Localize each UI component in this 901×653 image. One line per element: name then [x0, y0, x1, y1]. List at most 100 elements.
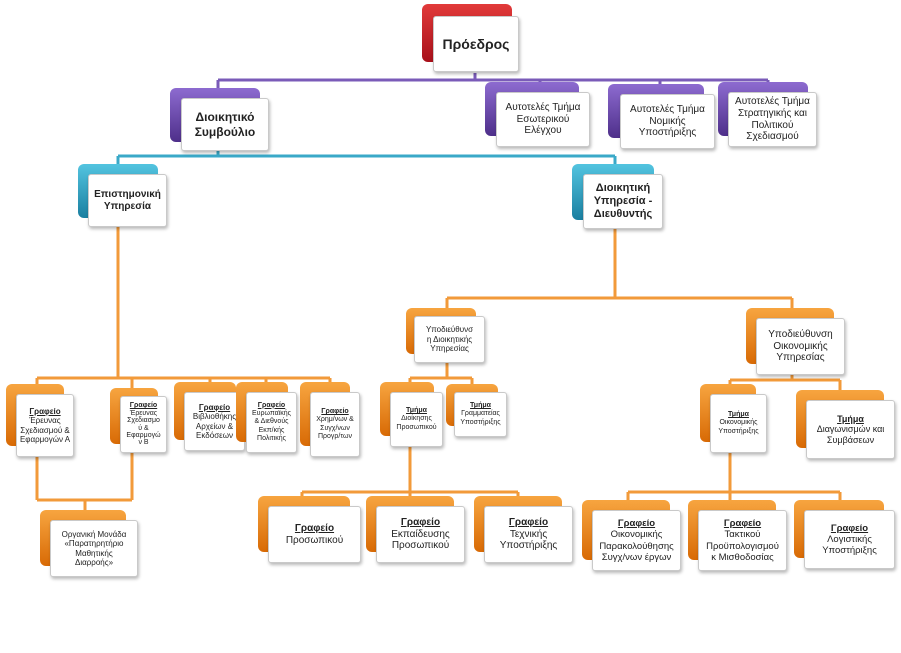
euro-title: Γραφείο — [257, 401, 286, 409]
sub-econ-line2: Οικονομικής — [773, 340, 828, 352]
node-office-personnel[interactable]: Γραφείο Προσωπικού — [258, 496, 362, 564]
dept-tenders-line2: Συμβάσεων — [826, 434, 875, 445]
sci-b-line3: ύ & — [138, 424, 149, 432]
legal-line2: Νομικής — [649, 115, 686, 127]
sci-a-line2: Σχεδιασμού & — [20, 425, 70, 435]
node-president[interactable]: Πρόεδρος — [422, 4, 522, 72]
off-budget-line3: κ Μισθοδοσίας — [711, 551, 774, 563]
node-dept-personnel[interactable]: Τμήμα Διοίκησης Προσωπικού — [380, 382, 444, 448]
off-tech-line2: Υποστήριξης — [499, 540, 558, 552]
sub-econ-line1: Υποδιεύθυνση — [768, 328, 833, 340]
audit-line1: Αυτοτελές Τμήμα — [505, 101, 581, 113]
node-office-budget[interactable]: Γραφείο Τακτικού Προϋπολογισμού κ Μισθοδ… — [688, 500, 788, 572]
board-line2: Συμβούλιο — [194, 124, 256, 139]
library-line2: Αρχείων & — [195, 421, 234, 431]
node-office-european[interactable]: Γραφείο Ευρωπαϊκής & Διεθνούς Εκπ/κής Πο… — [236, 382, 298, 454]
sub-admin-line1: Υποδιεύθυνσ — [425, 325, 474, 335]
dept-tenders-line1: Διαγωνισμών και — [816, 424, 885, 435]
node-internal-audit[interactable]: Αυτοτελές Τμήμα Εσωτερικού Ελέγχου — [485, 82, 591, 148]
node-subdirectorate-econ[interactable]: Υποδιεύθυνση Οικονομικής Υπηρεσίας — [746, 308, 846, 376]
dept-tenders-title: Τμήμα — [837, 413, 864, 424]
dept-personnel-title: Τμήμα — [406, 407, 427, 415]
legal-line1: Αυτοτελές Τμήμα — [630, 103, 705, 115]
sci-b-title: Γραφείο — [129, 402, 158, 410]
node-scientific-service[interactable]: Επιστημονική Υπηρεσία — [78, 164, 168, 228]
admin-line1: Διοικητική — [595, 182, 651, 195]
node-office-logistics[interactable]: Γραφείο Λογιστικής Υποστήριξης — [794, 500, 896, 570]
strategy-line3: Πολιτικού — [751, 119, 794, 131]
library-title: Γραφείο — [198, 402, 231, 412]
sci-b-line2: Σχεδιασμο — [127, 417, 160, 425]
node-subdirectorate-admin[interactable]: Υποδιεύθυνσ η Διοικητικής Υπηρεσίας — [406, 308, 486, 364]
off-training-title: Γραφείο — [400, 516, 441, 528]
off-training-line2: Προσωπικού — [391, 540, 450, 552]
legal-line3: Υποστήριξης — [638, 127, 697, 139]
euro-line2: & Διεθνούς — [254, 418, 289, 426]
admin-line2: Υπηρεσία - — [593, 195, 653, 208]
node-office-tech[interactable]: Γραφείο Τεχνικής Υποστήριξης — [474, 496, 574, 564]
node-office-research-a[interactable]: Γραφείο Έρευνας Σχεδιασμού & Εφαρμογών Α — [6, 384, 74, 458]
sci-a-line1: Έρευνας — [29, 416, 61, 426]
dept-econ-line1: Οικονομικής — [719, 419, 758, 427]
dept-secretariat-line2: Υποστήριξης — [460, 418, 501, 426]
off-budget-title: Γραφείο — [723, 518, 762, 530]
dept-secretariat-title: Τμήμα — [470, 402, 491, 410]
library-line1: Βιβλιοθήκης — [192, 412, 237, 422]
node-legal-support[interactable]: Αυτοτελές Τμήμα Νομικής Υποστήριξης — [608, 84, 716, 150]
euro-line3: Εκπ/κής — [258, 426, 285, 434]
sci-b-line1: Έρευνας — [129, 409, 158, 417]
node-office-library[interactable]: Γραφείο Βιβλιοθήκης Αρχείων & Εκδόσεων — [174, 382, 246, 452]
sub-admin-line3: Υπηρεσίας — [430, 344, 469, 354]
node-dept-tenders[interactable]: Τμήμα Διαγωνισμών και Συμβάσεων — [796, 390, 896, 460]
fin-prog-line2: Συγχ/νων — [320, 424, 350, 432]
off-budget-line1: Τακτικού — [724, 529, 761, 541]
fin-prog-line3: Προγρ/των — [318, 432, 352, 440]
sub-econ-line3: Υπηρεσίας — [776, 352, 825, 364]
dept-secretariat-line1: Γραμματείας — [461, 410, 500, 418]
node-dropout-observatory[interactable]: Οργανική Μονάδα «Παρατηρητήριο Μαθητικής… — [40, 510, 138, 578]
sub-admin-line2: η Διοικητικής — [426, 334, 473, 344]
node-dept-econ-support[interactable]: Τμήμα Οικονομικής Υποστήριξης — [700, 384, 768, 454]
audit-line2: Εσωτερικού — [516, 113, 570, 125]
president-label: Πρόεδρος — [442, 35, 510, 52]
observatory-line4: Διαρροής» — [74, 557, 114, 567]
node-administrative-service[interactable]: Διοικητική Υπηρεσία - Διευθυντής — [572, 164, 664, 230]
euro-line1: Ευρωπαϊκής — [252, 410, 291, 418]
node-office-training[interactable]: Γραφείο Εκπαίδευσης Προσωπικού — [366, 496, 466, 564]
sci-a-line3: Εφαρμογών Α — [19, 434, 71, 444]
sci-b-line4: Εφαρμογώ — [126, 431, 161, 439]
dept-econ-title: Τμήμα — [728, 411, 749, 419]
strategy-line2: Στρατηγικής και — [738, 107, 807, 119]
off-monitor-title: Γραφείο — [617, 518, 656, 530]
node-board[interactable]: Διοικητικό Συμβούλιο — [170, 88, 270, 152]
off-logistics-line1: Λογιστικής — [827, 533, 872, 545]
off-training-line1: Εκπαίδευσης — [391, 528, 450, 540]
off-tech-line1: Τεχνικής — [509, 528, 548, 540]
off-personnel-title: Γραφείο — [294, 522, 335, 534]
off-monitor-line2: Παρακολούθησης — [599, 540, 674, 552]
orange-connectors — [35, 225, 842, 514]
sci-a-title: Γραφείο — [29, 406, 61, 416]
strategy-line1: Αυτοτελές Τμήμα — [735, 95, 810, 107]
admin-line3: Διευθυντής — [593, 207, 653, 220]
off-tech-title: Γραφείο — [508, 516, 549, 528]
board-line1: Διοικητικό — [195, 110, 255, 125]
off-personnel-line1: Προσωπικού — [285, 534, 344, 546]
off-logistics-title: Γραφείο — [830, 522, 869, 534]
science-line1: Επιστημονική — [94, 188, 161, 200]
dept-personnel-line1: Διοίκησης — [401, 415, 432, 423]
fin-prog-title: Γραφείο — [321, 408, 349, 415]
sci-b-line5: ν Β — [138, 439, 149, 447]
node-office-research-b[interactable]: Γραφείο Έρευνας Σχεδιασμο ύ & Εφαρμογώ ν… — [110, 388, 168, 454]
node-office-monitoring[interactable]: Γραφείο Οικονομικής Παρακολούθησης Συγχ/… — [582, 500, 682, 572]
off-budget-line2: Προϋπολογισμού — [706, 540, 779, 552]
audit-line3: Ελέγχου — [524, 125, 562, 137]
library-line3: Εκδόσεων — [196, 430, 233, 440]
science-line2: Υπηρεσία — [103, 200, 152, 212]
fin-prog-line1: Χρημ/νων & — [316, 416, 354, 424]
node-office-funded-programs[interactable]: Γραφείο Χρημ/νων & Συγχ/νων Προγρ/των — [300, 382, 360, 458]
dept-econ-line2: Υποστήριξης — [718, 427, 759, 435]
node-dept-secretariat[interactable]: Τμήμα Γραμματείας Υποστήριξης — [446, 384, 508, 438]
observatory-line2: «Παρατηρητήριο — [64, 539, 124, 549]
node-strategic-planning[interactable]: Αυτοτελές Τμήμα Στρατηγικής και Πολιτικο… — [718, 82, 818, 148]
